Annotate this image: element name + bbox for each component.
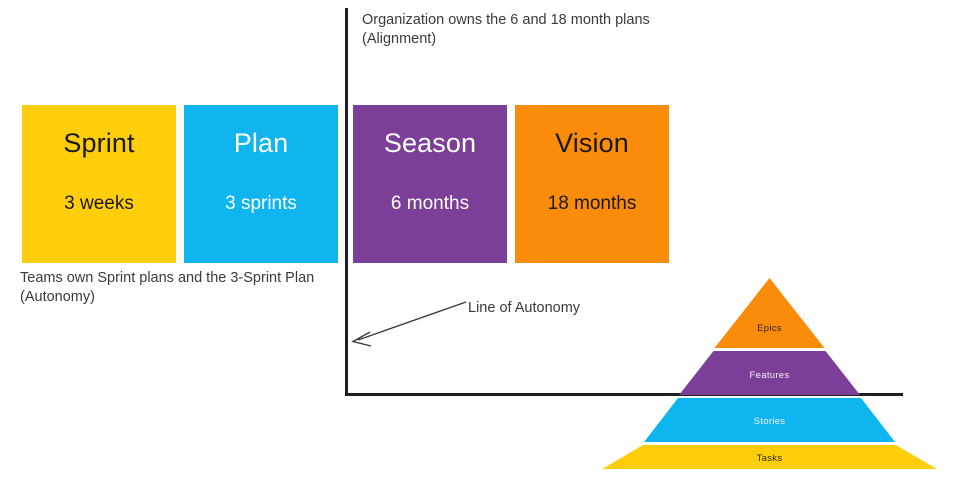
pyramid-layer-stories[interactable] xyxy=(644,398,895,442)
card-sprint-title: Sprint xyxy=(63,128,135,158)
line-of-autonomy-arrow xyxy=(351,301,467,347)
card-plan-title: Plan xyxy=(233,128,289,158)
pyramid-label-tasks: Tasks xyxy=(757,453,783,464)
card-season-title: Season xyxy=(383,128,477,158)
card-season-subtitle: 6 months xyxy=(390,193,470,214)
card-vision-subtitle: 18 months xyxy=(547,193,637,214)
autonomy-note: Teams own Sprint plans and the 3-Sprint … xyxy=(20,270,315,305)
work-item-pyramid: Epics Features Stories Tasks xyxy=(598,272,942,476)
card-vision-title: Vision xyxy=(555,128,629,158)
card-sprint[interactable]: Sprint 3 weeks xyxy=(22,105,176,263)
pyramid-layer-features[interactable] xyxy=(679,351,860,395)
pyramid-layer-tasks[interactable] xyxy=(602,445,937,469)
card-sprint-subtitle: 3 weeks xyxy=(64,193,134,214)
line-of-autonomy-label: Line of Autonomy xyxy=(468,300,581,316)
card-vision[interactable]: Vision 18 months xyxy=(515,105,669,263)
card-season[interactable]: Season 6 months xyxy=(353,105,507,263)
pyramid-label-epics: Epics xyxy=(757,323,782,334)
pyramid-label-stories: Stories xyxy=(754,416,786,427)
vertical-axis-line xyxy=(345,8,348,396)
pyramid-layer-epics[interactable] xyxy=(714,278,825,348)
card-plan[interactable]: Plan 3 sprints xyxy=(184,105,338,263)
alignment-note: Organization owns the 6 and 18 month pla… xyxy=(362,12,650,47)
horizontal-axis-line xyxy=(345,393,903,396)
card-plan-subtitle: 3 sprints xyxy=(225,193,297,214)
pyramid-label-features: Features xyxy=(750,370,790,381)
